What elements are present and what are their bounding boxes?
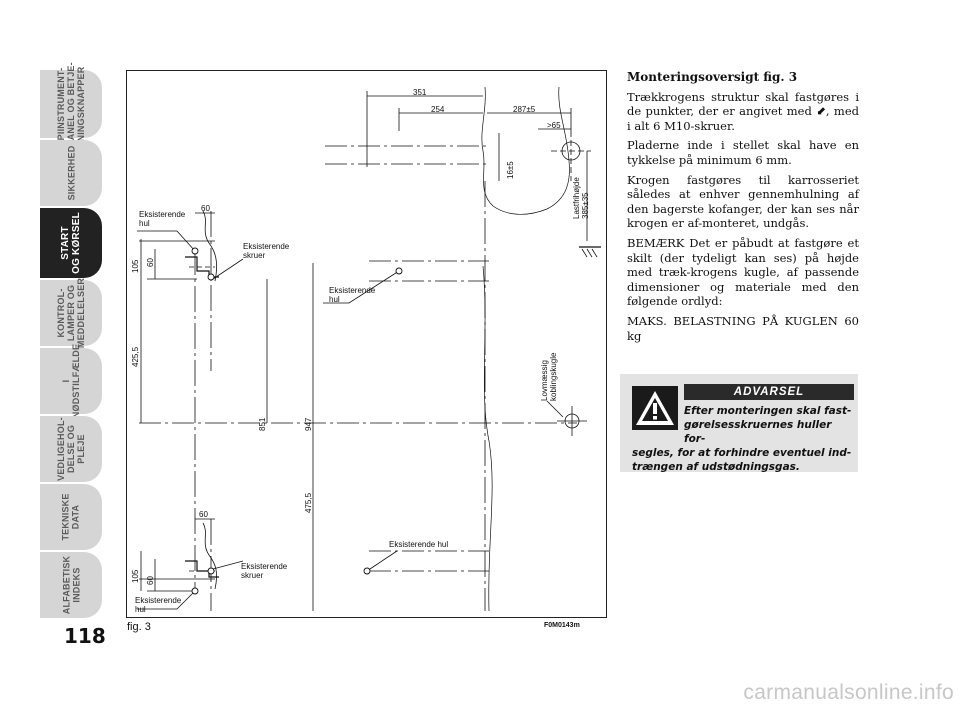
sidebar-tab-sikkerhed[interactable]: SIKKERHED [40,140,102,206]
warning-line-rest: segles, for at forhindre eventuel ind-tr… [632,447,852,473]
dim-947: 947 [304,417,313,431]
sidebar-tab-label: ALFABETISK INDEKS [60,555,81,615]
sidebar-tab-label: I NØDSTILFÆLDE [61,343,81,419]
sidebar-tab-label: KONTROL- LAMPER OG MEDDELELSER [56,277,86,349]
watermark-url: carmanualsonline.info [743,681,954,704]
dim-475: 475,5 [304,492,313,513]
dim-287: 287±5 [513,105,536,114]
kugle-label: Lovmæssig [540,360,549,401]
lastfrihoejde-label: Lastfrihøjde [572,177,581,219]
sidebar-tab-tekniske-data[interactable]: TEKNISKE DATA [40,484,102,550]
warning-text: Efter monteringen skal fast- gørelsesskr… [632,404,854,474]
dim-425: 425,5 [131,346,140,367]
sidebar-tab-vedligeholdelse[interactable]: VEDLIGEHOL- DELSE OG PLEJE [40,416,102,482]
paragraph: Trækkrogens struktur skal fastgøres i de… [627,89,859,133]
paragraph: MAKS. BELASTNING PÅ KUGLEN 60 kg [627,313,859,343]
dim-351: 351 [413,88,427,97]
dim-60-bot-v: 60 [146,576,155,585]
hul-mid-label-2: hul [329,295,340,304]
paragraph: BEMÆRK Det er påbudt at fastgøre et skil… [627,235,859,309]
sidebar-tab-alfabetisk-indeks[interactable]: ALFABETISK INDEKS [40,552,102,618]
dim-65: >65 [547,121,561,130]
page-number: 118 [64,624,106,648]
sidebar-tab-label: SIKKERHED [66,145,76,201]
hul-mid-label: Eksisterende [329,286,376,295]
skruer-top-label: Eksisterende [243,242,290,251]
dim-60-bot: 60 [199,510,208,519]
warning-box: ADVARSEL Efter monteringen skal fast- gø… [620,374,858,474]
sidebar-tab-instrumentpanel[interactable]: PIINSTRUMENT- PANEL OG BETJE- NINGSKNAPP… [40,62,102,146]
warning-icon [632,386,678,430]
sidebar-tab-label: PIINSTRUMENT- PANEL OG BETJE- NINGSKNAPP… [56,62,86,146]
figure-caption: fig. 3 [127,621,151,633]
sidebar-tab-label: VEDLIGEHOL- DELSE OG PLEJE [56,417,87,481]
sidebar-tab-noedstilfaelde[interactable]: I NØDSTILFÆLDE [40,344,102,418]
warning-line-1: Efter monteringen skal fast- [684,405,852,417]
tow-hook-diagram: 351 254 287±5 >65 16±5 60 60 105 425,5 8… [126,70,607,618]
section-title: Monteringsoversigt fig. 3 [627,70,798,84]
dim-105-top: 105 [131,259,140,273]
dim-60-top: 60 [201,204,210,213]
hul-bot-label-2: hul [135,605,146,614]
hul-bottom-right-label: Eksisterende hul [389,540,448,549]
skruer-top-label-2: skruer [243,251,266,260]
paragraph: Pladerne inde i stellet skal have en tyk… [627,138,859,167]
sidebar-tab-kontrollamper[interactable]: KONTROL- LAMPER OG MEDDELELSER [40,277,102,349]
lastfrihoejde-value: 385±35 [581,192,590,219]
main-text: Monteringsoversigt fig. 3 Trækkrogens st… [627,70,859,348]
sidebar-tab-label: START OG KØRSEL [60,212,82,274]
dim-60-top-v: 60 [146,258,155,267]
sidebar-tab-label: TEKNISKE DATA [60,493,81,541]
body-contour-top [481,86,570,215]
warning-line-2: gørelsesskruernes huller for- [684,419,832,445]
diagram-svg: 351 254 287±5 >65 16±5 60 60 105 425,5 8… [131,86,601,614]
skruer-bot-label-2: skruer [241,571,264,580]
skruer-bot-label: Eksisterende [241,562,288,571]
kugle-label-2: koblingskugle [549,352,558,401]
paragraph: Krogen fastgøres til karrosseriet sålede… [627,172,859,231]
dim-105-bot: 105 [131,569,140,583]
figure-code: F0M0143m [544,622,580,629]
hul-top-label-2: hul [139,219,150,228]
hul-bot-label: Eksisterende [135,596,182,605]
sidebar-tab-start-og-koersel[interactable]: START OG KØRSEL [40,208,102,278]
hul-top-label: Eksisterende [139,210,186,219]
warning-title: ADVARSEL [684,384,854,400]
dim-851: 851 [258,417,267,431]
dim-16: 16±5 [506,161,515,179]
dim-254: 254 [431,105,445,114]
